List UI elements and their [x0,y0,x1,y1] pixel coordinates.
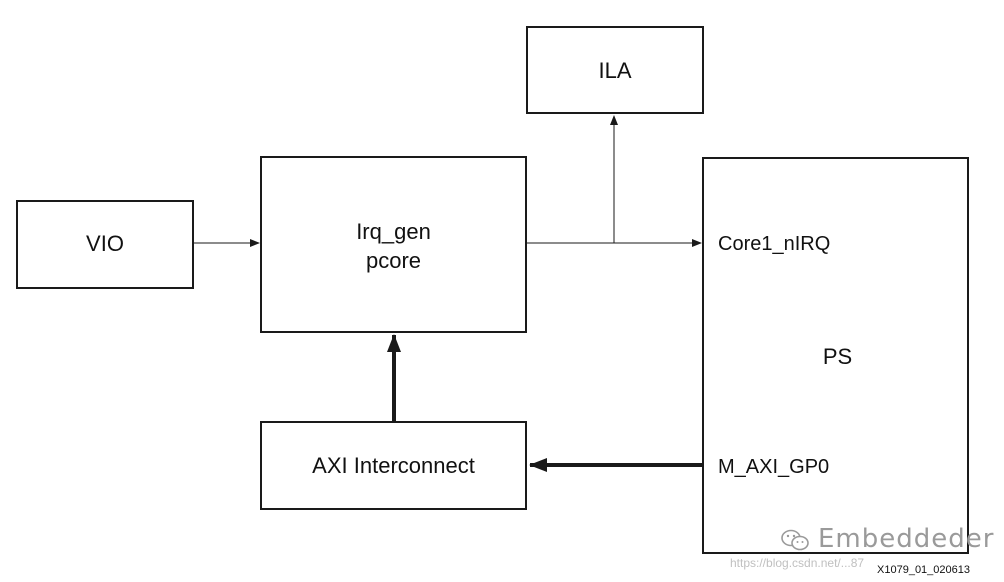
ps-label: PS [822,344,853,369]
axi-interconnect-block: AXI Interconnect [260,421,527,510]
irq-gen-label: Irq_gen [356,219,431,244]
m-axi-gp0-port-label: M_AXI_GP0 [718,456,830,478]
ila-block: ILA [526,26,704,114]
axi-interconnect-label: AXI Interconnect [312,453,475,478]
watermark-text: Embeddeder [818,524,995,554]
irq-gen-block: Irq_gen pcore [260,156,527,333]
ps-block: Core1_nIRQ PS M_AXI_GP0 [702,157,969,554]
core1-nirq-port-label: Core1_nIRQ [718,233,831,255]
figure-id: X1079_01_020613 [877,564,970,576]
wechat-icon [781,529,809,551]
vio-block: VIO [16,200,194,289]
pcore-label: pcore [365,248,422,273]
ila-label: ILA [598,58,632,83]
vio-label: VIO [86,231,124,256]
watermark-url: https://blog.csdn.net/...87 [730,556,865,570]
